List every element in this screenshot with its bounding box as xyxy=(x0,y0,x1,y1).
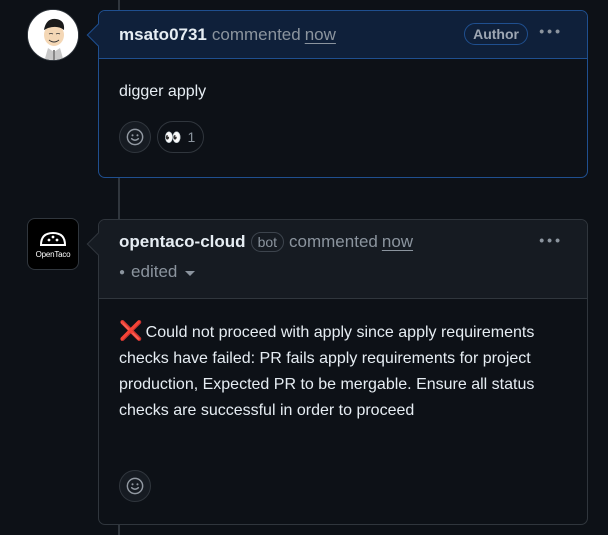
avatar-msato0731[interactable] xyxy=(27,9,79,61)
comment-card-opentaco-cloud: opentaco-cloud bot commented now ● edite… xyxy=(86,219,588,525)
author-badge: Author xyxy=(464,23,528,45)
comment-action: commented xyxy=(211,24,301,44)
more-options-icon[interactable]: ••• xyxy=(539,232,563,248)
comment-author-link[interactable]: msato0731 xyxy=(119,24,207,44)
comment-card-msato0731: msato0731 commented now Author ••• digge… xyxy=(86,10,588,178)
reaction-count: 1 xyxy=(187,129,196,145)
separator-dot: ● xyxy=(119,266,126,278)
edited-dropdown[interactable]: ● edited xyxy=(119,262,567,282)
comment-timestamp-link[interactable]: now xyxy=(381,232,414,251)
avatar-label: OpenTaco xyxy=(35,249,71,259)
reactions-bar: 👀 1 xyxy=(99,121,587,153)
comment-timestamp-link[interactable]: now xyxy=(304,24,336,44)
comment-body: ❌Could not proceed with apply since appl… xyxy=(99,299,587,424)
comment-author-link[interactable]: opentaco-cloud xyxy=(119,232,246,251)
edited-label: edited xyxy=(131,262,178,281)
comment-body: digger apply xyxy=(119,83,207,100)
more-options-icon[interactable]: ••• xyxy=(539,23,563,39)
cross-mark-icon: ❌ xyxy=(119,321,143,342)
user-avatar-icon xyxy=(28,10,78,60)
avatar-opentaco-cloud[interactable]: OpenTaco xyxy=(27,218,79,270)
smiley-icon xyxy=(126,128,144,146)
add-reaction-button[interactable] xyxy=(119,121,151,153)
triangle-down-icon xyxy=(185,271,196,276)
comment-action: commented xyxy=(289,232,378,251)
reaction-eyes-button[interactable]: 👀 1 xyxy=(157,121,205,153)
comment-header: msato0731 commented now Author ••• xyxy=(99,11,587,59)
comment-body-text: Could not proceed with apply since apply… xyxy=(119,324,535,419)
reactions-bar xyxy=(99,470,171,502)
smiley-icon xyxy=(126,477,144,495)
add-reaction-button[interactable] xyxy=(119,470,151,502)
bot-badge: bot xyxy=(250,232,285,252)
comment-header: opentaco-cloud bot commented now ● edite… xyxy=(99,220,587,299)
opentaco-logo-icon xyxy=(39,231,67,246)
eyes-icon: 👀 xyxy=(164,128,182,145)
